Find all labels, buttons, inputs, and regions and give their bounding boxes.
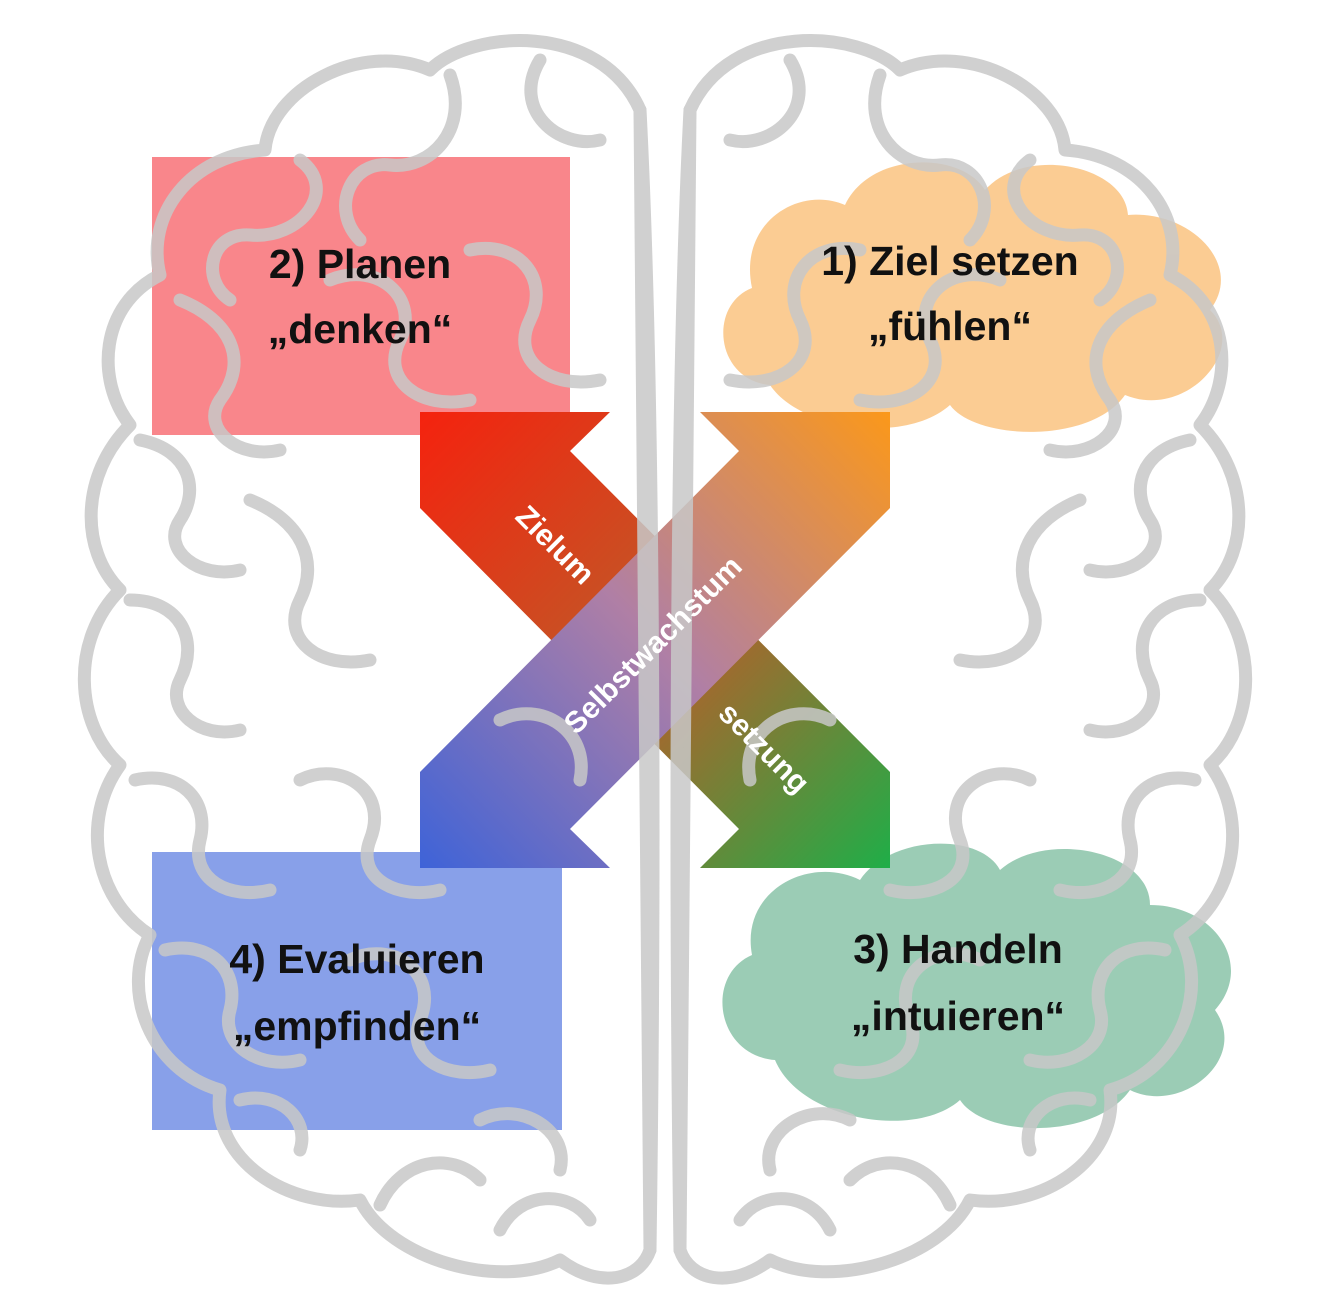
handeln-cloud	[722, 843, 1231, 1129]
brain-outline	[77, 34, 1253, 1285]
planen-title: 2) Planen	[269, 241, 451, 287]
handeln-subtitle: „intuieren“	[851, 993, 1065, 1039]
evaluieren-title: 4) Evaluieren	[229, 936, 484, 982]
evaluieren-subtitle: „empfinden“	[233, 1003, 481, 1049]
ziel-subtitle: „fühlen“	[868, 303, 1032, 349]
handeln-title: 3) Handeln	[853, 926, 1063, 972]
ziel-title: 1) Ziel setzen	[821, 238, 1078, 284]
planen-box	[152, 157, 570, 435]
planen-subtitle: „denken“	[268, 306, 453, 352]
